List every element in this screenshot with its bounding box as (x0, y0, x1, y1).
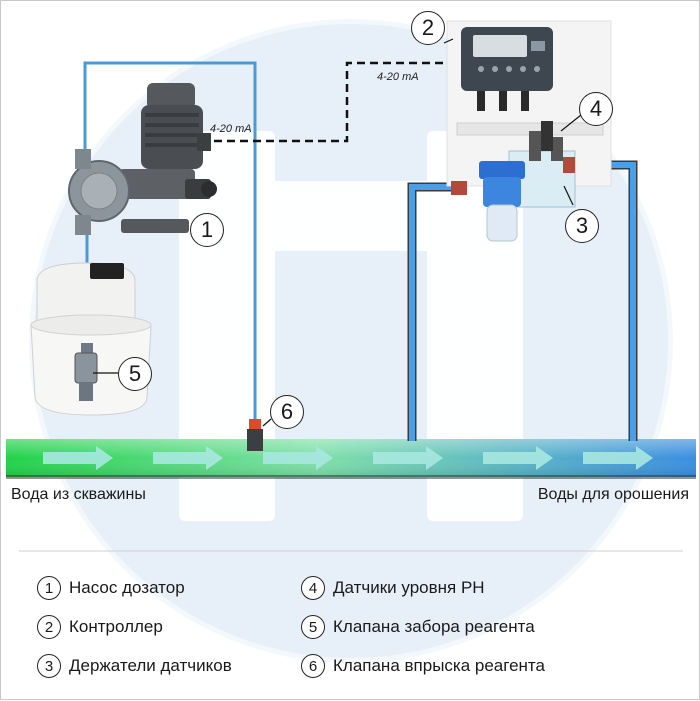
main-pipe (6, 439, 696, 479)
legend-item-1: 1 Насос дозатор (37, 576, 185, 600)
dosing-pump (68, 83, 217, 235)
callout-3: 3 (565, 209, 599, 243)
sensor-holder (451, 121, 576, 242)
callout-5: 5 (118, 357, 152, 391)
legend-num: 4 (301, 576, 325, 600)
legend-item-5: 5 Клапана забора реагента (301, 615, 535, 639)
controller-signal-label: 4-20 mA (377, 71, 419, 83)
callout-2: 2 (411, 11, 445, 45)
legend-num: 1 (37, 576, 61, 600)
callout-6: 6 (270, 395, 304, 429)
injection-valve (247, 419, 263, 451)
inlet-label: Вода из скважины (11, 486, 146, 503)
flow-arrows (43, 446, 653, 470)
callout-1: 1 (190, 213, 224, 247)
pump-signal-line (201, 61, 459, 143)
legend-num: 6 (301, 654, 325, 678)
legend-item-3: 3 Держатели датчиков (37, 654, 232, 678)
callout-4: 4 (579, 92, 613, 126)
legend-num: 5 (301, 615, 325, 639)
outlet-label: Воды для орошения (537, 486, 689, 503)
legend-text: Клапана впрыска реагента (333, 656, 545, 675)
legend-text: Держатели датчиков (69, 656, 232, 675)
legend-text: Датчики уровня PH (333, 578, 485, 597)
legend-item-6: 6 Клапана впрыска реагента (301, 654, 545, 678)
legend-text: Насос дозатор (69, 578, 185, 597)
legend-num: 2 (37, 615, 61, 639)
suction-valve (74, 343, 98, 401)
legend-text: Клапана забора реагента (333, 617, 535, 636)
legend-item-4: 4 Датчики уровня PH (301, 576, 485, 600)
legend-num: 3 (37, 654, 61, 678)
legend-item-2: 2 Контроллер (37, 615, 163, 639)
legend-text: Контроллер (69, 617, 163, 636)
pump-signal-label: 4-20 mA (210, 123, 252, 135)
